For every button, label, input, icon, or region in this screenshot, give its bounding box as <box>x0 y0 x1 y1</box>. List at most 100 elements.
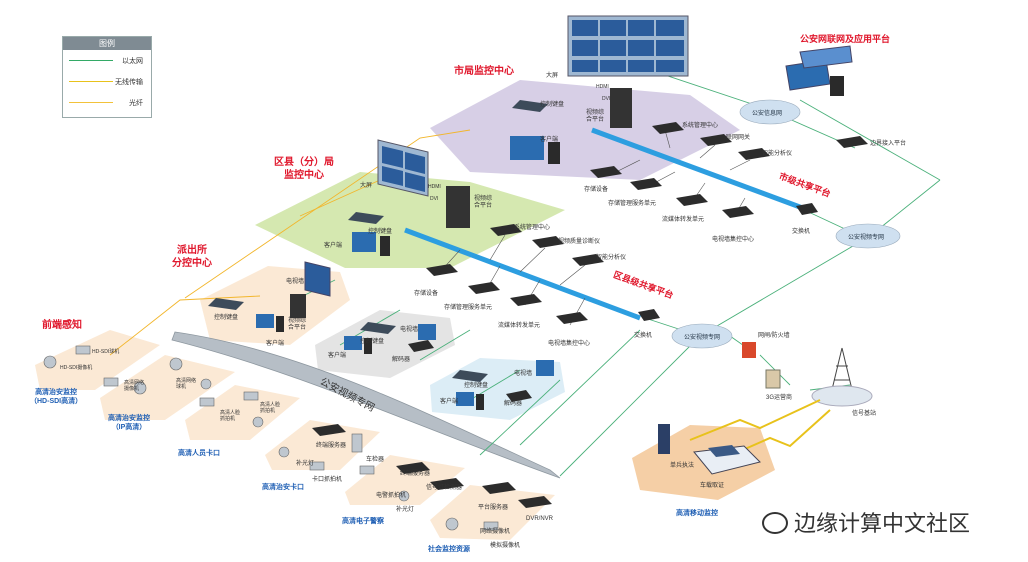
face-cam-label: 高清人脸 抓拍机 <box>220 410 241 422</box>
county-center-zone <box>255 172 565 268</box>
net-cam-label: 网络摄像机 <box>480 529 511 535</box>
station-client-label: 客户端 <box>266 341 285 347</box>
legend-label: 无线传输 <box>115 79 143 86</box>
city-gateway-label: 联网网关 <box>726 135 751 141</box>
person-gate-label: 高清人员卡口 <box>178 450 220 457</box>
dg2-decoder-label: 解码器 <box>504 401 523 407</box>
client-pcs <box>256 136 560 410</box>
firewall-label: 网闸/防火墙 <box>758 333 790 339</box>
video-private-band <box>171 331 561 479</box>
dg1-client-label: 客户端 <box>328 353 347 359</box>
station-platform-label: 视频综 合平台 <box>288 318 307 331</box>
e-police-label: 高清电子警察 <box>342 518 384 525</box>
county-dvi-label: DVI <box>430 196 439 202</box>
fill-light2-label: 补光灯 <box>396 507 415 513</box>
city-client-label: 客户端 <box>540 137 559 143</box>
city-platform-label: 视频综 合平台 <box>586 110 605 123</box>
legend-item-wireless: 无线传输 <box>63 71 151 92</box>
video-private-cloud-right <box>835 223 901 249</box>
light-detector-label: 信号灯检测器 <box>426 485 463 491</box>
fiber-swatch <box>69 102 113 103</box>
dvr-label: DVR/NVR <box>526 516 554 522</box>
city-screen-label: 大屏 <box>546 73 559 79</box>
county-platform-rack <box>446 186 470 228</box>
city-wallctrl-label: 电视墙集控中心 <box>712 237 755 243</box>
city-keyboard-label: 控制键盘 <box>540 102 565 108</box>
dg2-client-label: 客户端 <box>440 399 459 405</box>
frontend-strip-2 <box>100 355 235 420</box>
fiber-lines <box>109 129 471 356</box>
county-wallctrl-label: 电视墙集控中心 <box>548 341 591 347</box>
hdsdi-cam-label: HD-SDI摄像机 <box>60 365 93 371</box>
county-center-title: 区县（分）局 监控中心 <box>274 157 334 181</box>
city-sysmgmt-label: 系统管理中心 <box>682 123 719 129</box>
watermark: 边缘计算中文社区 <box>762 506 970 538</box>
ip-ball-label: 高清网络 球机 <box>176 378 197 390</box>
county-keyboard-label: 控制键盘 <box>368 229 393 235</box>
mobile-enforce-label: 单兵执法 <box>670 463 695 469</box>
wireless-link-1 <box>689 399 821 441</box>
wechat-icon <box>762 512 788 535</box>
security-gate-label: 高清治安卡口 <box>262 484 304 491</box>
county-video-wall <box>377 139 429 197</box>
decoder-zone-1 <box>315 310 455 378</box>
legend: 图例 以太网 无线传输 光纤 <box>62 36 152 118</box>
mobile-group-label: 高清移动监控 <box>676 510 718 517</box>
dg2-tvwall-label: 电视墙 <box>514 371 533 377</box>
legend-label: 以太网 <box>122 58 143 65</box>
county-sysmgmt-label: 系统管理中心 <box>514 225 551 231</box>
city-video-wall <box>567 15 689 77</box>
video-private-right-label: 公安视频专网 <box>848 235 885 241</box>
video-private-cloud-mid <box>671 323 733 349</box>
frontend-strip-1 <box>35 330 160 390</box>
dg1-tvwall-label: 电视墙 <box>400 327 419 333</box>
county-switch-label: 交换机 <box>634 333 653 339</box>
hdsdi-group-label: 高清治安监控 （HD-SDI高清） <box>30 389 83 405</box>
county-screen-label: 大屏 <box>360 183 373 189</box>
watermark-text: 边缘计算中文社区 <box>794 511 971 536</box>
frontend-strip-5 <box>345 455 465 505</box>
plate-detector-label: 车检器 <box>366 457 385 463</box>
public-net-label: 公安信息网 <box>752 111 783 117</box>
frontend-title: 前端感知 <box>42 320 82 331</box>
term-server-label: 终端服务器 <box>316 443 347 449</box>
wireless-swatch <box>69 81 113 82</box>
public-net-cloud <box>739 99 801 125</box>
county-storage-label: 存储设备 <box>414 291 439 297</box>
city-share-bar <box>591 127 809 213</box>
public-app-terminals <box>785 45 853 96</box>
county-storagemgmt-label: 存储管理服务单元 <box>444 305 493 311</box>
county-diag-label: 视频质量诊断仪 <box>558 239 601 245</box>
frontend-strip-6 <box>430 485 555 540</box>
city-platform-rack <box>610 88 632 128</box>
legend-label: 光纤 <box>129 100 143 107</box>
police-cam-label: 电警抓拍机 <box>376 493 407 499</box>
term-server2-label: 终端服务器 <box>400 471 431 477</box>
county-analysis-label: 智能分析仪 <box>596 255 627 261</box>
analog-cam-label: 模拟摄像机 <box>490 543 521 549</box>
city-analysis-label: 智能分析仪 <box>762 151 793 157</box>
legend-item-fiber: 光纤 <box>63 92 151 113</box>
social-resource-label: 社会监控资源 <box>428 546 470 553</box>
station-platform-rack <box>290 294 306 318</box>
dg2-keyboard-label: 控制键盘 <box>464 383 489 389</box>
county-platform-label: 视频综 合平台 <box>474 196 493 209</box>
city-center-title: 市局监控中心 <box>454 66 514 77</box>
station-tvwall-label: 电视墙 <box>286 279 305 285</box>
video-private-mid-label: 公安视频专网 <box>684 335 721 341</box>
station-tv-wall <box>304 261 331 297</box>
city-hdmi-label: HDMI <box>596 84 609 90</box>
platform-server-label: 平台服务器 <box>478 505 509 511</box>
legend-item-ethernet: 以太网 <box>63 50 151 71</box>
city-stream-label: 流媒体转发单元 <box>662 217 705 223</box>
public-app-title: 公安网联网及应用平台 <box>800 34 891 44</box>
dg1-decoder-label: 解码器 <box>392 357 411 363</box>
base-station-label: 信号基站 <box>852 411 877 417</box>
keyboards <box>208 100 548 382</box>
station-keyboard-label: 控制键盘 <box>214 315 239 321</box>
base-station-cloud <box>811 385 873 407</box>
face-ball-label: 高清人脸 抓拍机 <box>260 402 281 414</box>
firewall-device <box>742 342 756 358</box>
